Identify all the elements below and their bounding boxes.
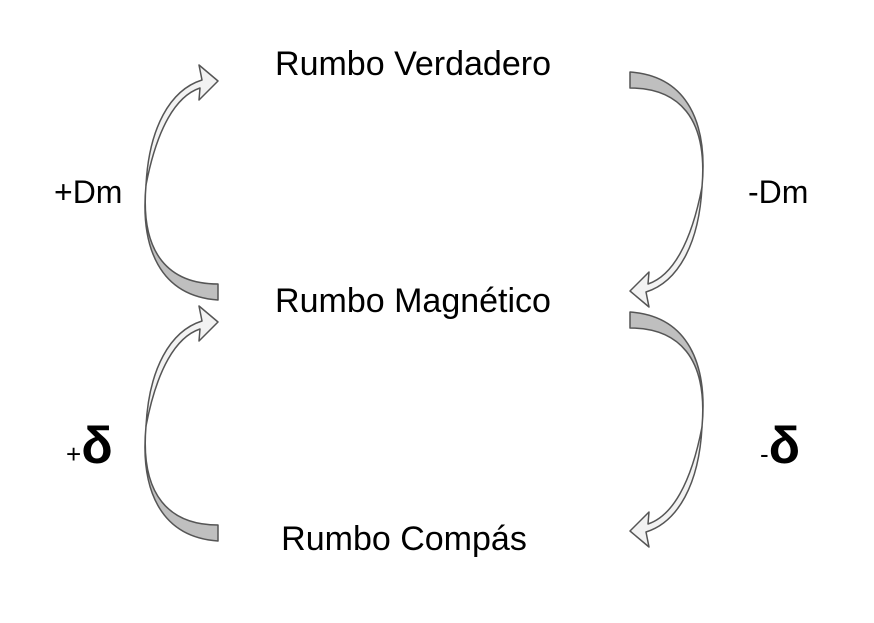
label-dm-minus: -Dm [748, 174, 809, 210]
arrow-compass-to-magnetic-back [144, 425, 219, 542]
arrow-magnetic-to-true [144, 64, 219, 301]
arrow-magnetic-to-true-head [145, 64, 219, 186]
delta-plus-symbol: δ [81, 417, 113, 475]
label-dm-plus: +Dm [54, 174, 123, 210]
label-delta-minus: -δ [760, 420, 800, 472]
arrow-true-to-magnetic-back [629, 71, 704, 188]
label-delta-plus: +δ [66, 420, 113, 472]
arrow-magnetic-to-compass-head [629, 426, 703, 548]
arrow-true-to-magnetic [629, 71, 704, 308]
arrow-compass-to-magnetic [144, 305, 219, 542]
delta-minus-symbol: δ [768, 417, 801, 475]
arrow-true-to-magnetic-head [629, 186, 703, 308]
arrow-magnetic-to-true-back [144, 184, 219, 301]
node-compass-course: Rumbo Compás [281, 520, 527, 558]
delta-plus-sign: + [66, 439, 82, 469]
node-true-course: Rumbo Verdadero [275, 45, 551, 83]
node-magnetic-course: Rumbo Magnético [275, 282, 551, 320]
arrow-magnetic-to-compass [629, 311, 704, 548]
delta-minus-sign: - [760, 439, 769, 469]
arrow-compass-to-magnetic-head [145, 305, 219, 427]
arrow-magnetic-to-compass-back [629, 311, 704, 428]
